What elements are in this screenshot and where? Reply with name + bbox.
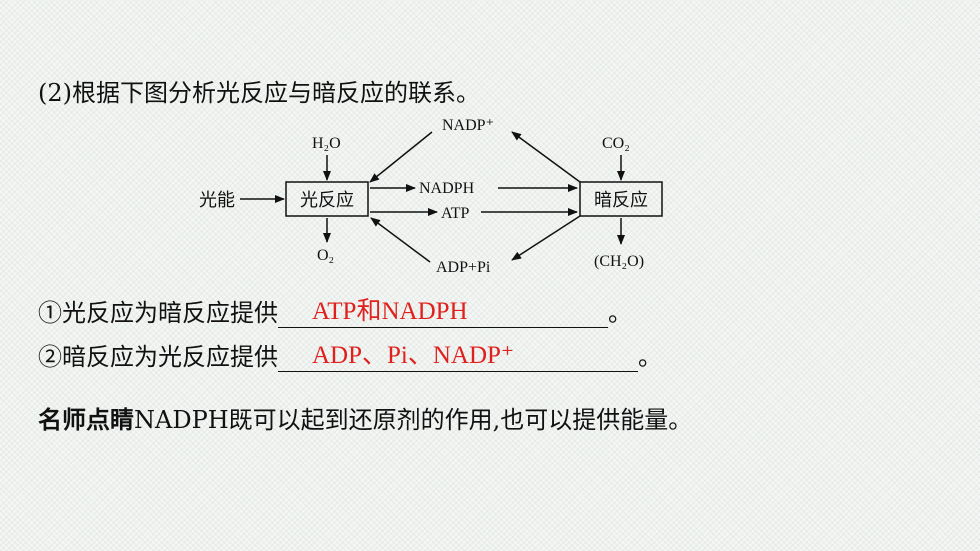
o2-label: O₂ <box>317 247 334 264</box>
dark-reaction-box <box>579 181 663 217</box>
light-energy-label: 光能 <box>199 190 235 211</box>
dark-to-nadp-plus-arrow <box>511 131 581 183</box>
question-2-suffix: 。 <box>638 343 662 371</box>
question-1: ①光反应为暗反应提供 ATP和NADPH 。 <box>38 298 632 328</box>
tip-label: 名师点睛 <box>38 406 134 434</box>
adp-pi-to-light-arrow <box>370 217 431 263</box>
teacher-tip: 名师点睛NADPH既可以起到还原剂的作用,也可以提供能量。 <box>38 405 692 435</box>
photosynthesis-diagram: 光反应 暗反应 光能 H₂O O₂ CO₂ (CH₂O) NADP⁺ NADPH… <box>199 117 663 276</box>
question-1-prefix: ①光反应为暗反应提供 <box>38 299 278 327</box>
nadph-label: NADPH <box>419 180 475 197</box>
answer-1-blank: ATP和NADPH <box>278 298 608 328</box>
co2-label: CO₂ <box>602 135 630 152</box>
dark-to-adp-pi-arrow <box>511 215 581 261</box>
light-reaction-label: 光反应 <box>300 190 354 211</box>
answer-2-blank: ADP、Pi、NADP⁺ <box>278 342 638 372</box>
nadp-plus-to-light-arrow <box>369 131 433 183</box>
question-heading: (2)根据下图分析光反应与暗反应的联系。 <box>38 79 480 107</box>
atp-label: ATP <box>441 205 470 222</box>
light-reaction-box <box>285 181 369 217</box>
question-2-prefix: ②暗反应为光反应提供 <box>38 343 278 371</box>
tip-text: NADPH既可以起到还原剂的作用,也可以提供能量。 <box>134 406 693 434</box>
question-1-suffix: 。 <box>608 299 632 327</box>
ch2o-label: (CH₂O) <box>594 253 644 270</box>
question-2: ②暗反应为光反应提供 ADP、Pi、NADP⁺ 。 <box>38 342 662 372</box>
answer-2: ADP、Pi、NADP⁺ <box>312 342 515 369</box>
answer-1: ATP和NADPH <box>312 298 468 325</box>
h2o-label: H₂O <box>312 135 341 152</box>
adp-pi-label: ADP+Pi <box>436 259 491 276</box>
dark-reaction-label: 暗反应 <box>594 190 648 211</box>
nadp-plus-label: NADP⁺ <box>442 117 494 134</box>
